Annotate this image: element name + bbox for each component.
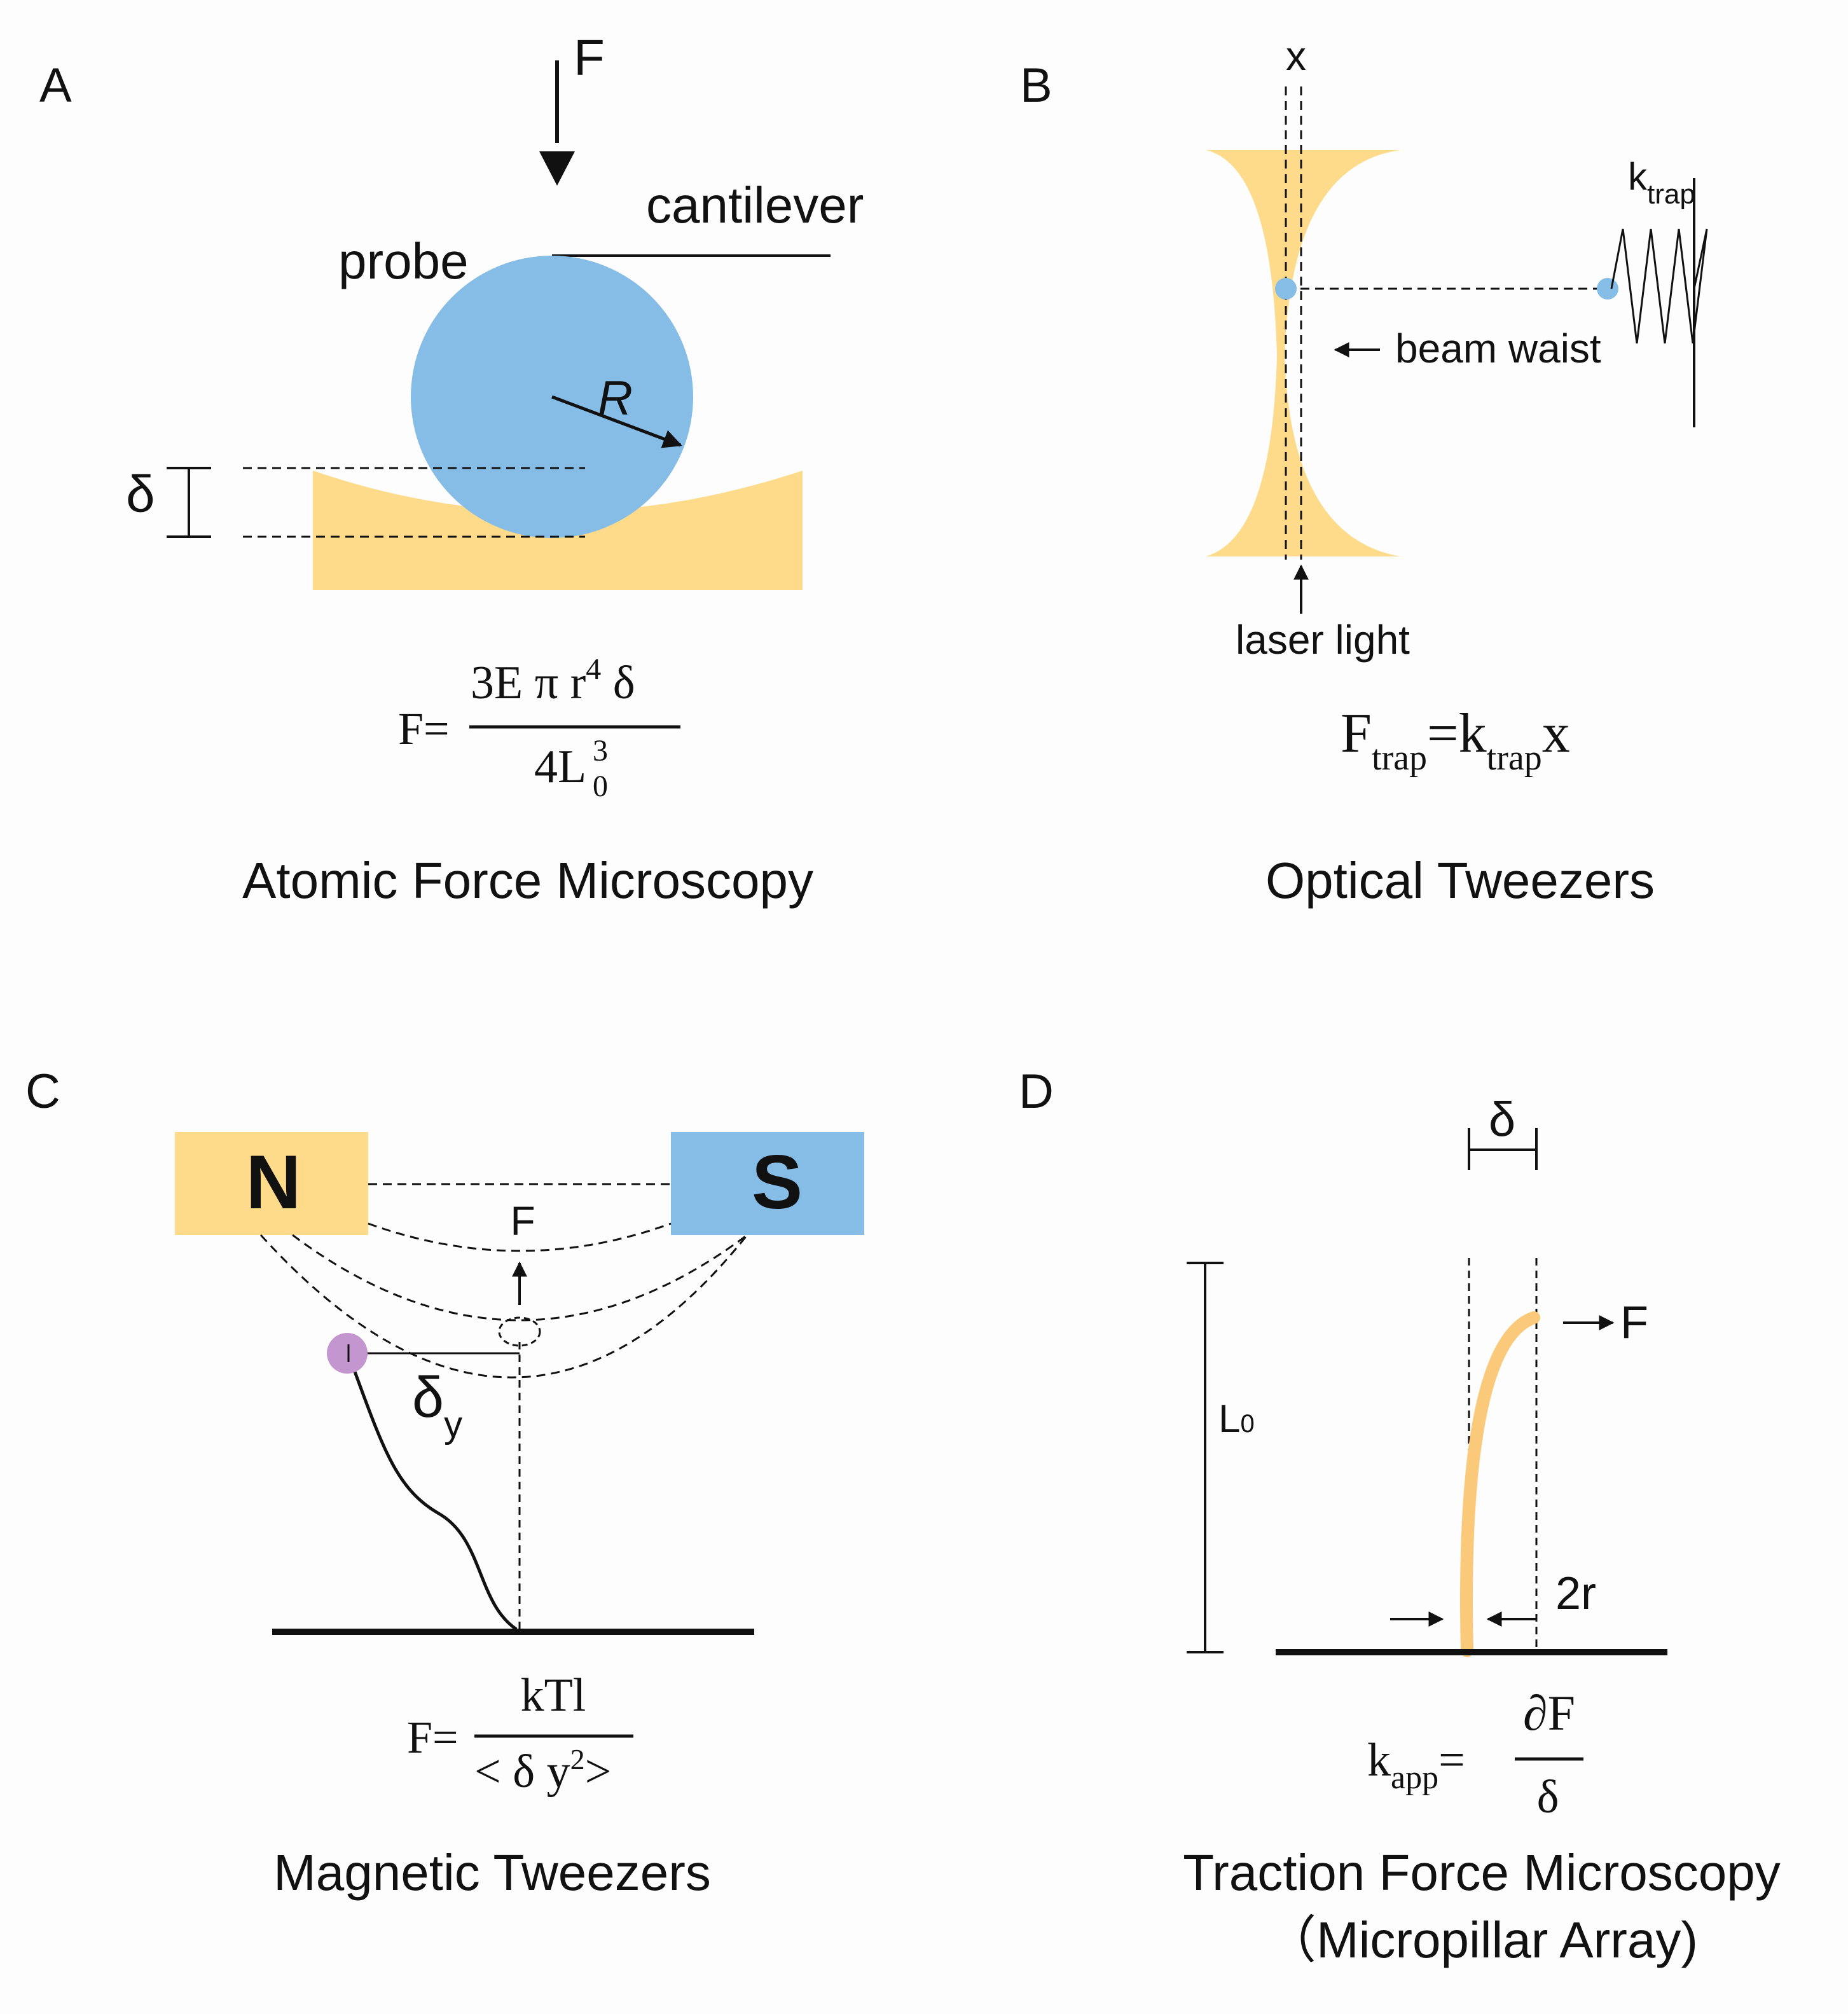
panel-c-formula: F= kTl < δ y2> <box>407 1669 633 1798</box>
panel-c-formula-num: kTl <box>521 1669 586 1721</box>
panel-a-formula: F= 3E π r4 δ 4L 3 0 <box>398 652 680 803</box>
panel-d-length-label: L0 <box>1218 1397 1255 1441</box>
panel-b-letter: B <box>1020 59 1052 113</box>
panel-c-south-label: S <box>752 1140 803 1225</box>
panel-d-force-label: F <box>1620 1297 1648 1348</box>
panel-d-delta-label: δ <box>1489 1093 1515 1147</box>
panel-a-force-label: F <box>574 29 605 86</box>
panel-b-k-label: ktrap <box>1628 155 1695 210</box>
panel-c-field-lines <box>259 1183 748 1379</box>
panel-d-title-line1: Traction Force Microscopy <box>1183 1844 1781 1901</box>
panel-d-formula-den: δ <box>1537 1771 1559 1823</box>
panel-c-formula-den: < δ y2> <box>474 1743 611 1798</box>
panel-a-letter: A <box>39 59 72 113</box>
panel-a-cantilever-label: cantilever <box>646 177 864 233</box>
panel-d-title-line2: （Micropillar Array) <box>1265 1912 1698 1968</box>
panel-d-formula: kapp= ∂F δ <box>1367 1685 1583 1823</box>
panel-a-formula-num: 3E π r4 δ <box>471 652 635 709</box>
panel-c-north-label: N <box>246 1140 301 1225</box>
panel-d-length-bracket <box>1187 1262 1224 1653</box>
panel-d-letter: D <box>1019 1065 1054 1119</box>
panel-c: C N S F δy F= kTl < δ y <box>25 1065 864 1901</box>
panel-c-magnetic-bead <box>327 1333 368 1374</box>
panel-c-formula-lhs: F= <box>407 1712 459 1763</box>
panel-c-north-magnet <box>175 1132 368 1235</box>
panel-b-spring-bead <box>1597 278 1618 300</box>
panel-a-probe-label: probe <box>338 233 469 289</box>
panel-a-formula-den: 4L <box>534 741 586 793</box>
panel-a-force-arrowhead <box>539 151 575 186</box>
panel-c-delta-label: δy <box>412 1366 462 1445</box>
panel-d-formula-lhs: kapp= <box>1367 1734 1465 1796</box>
panel-b-formula: Ftrap=ktrapx <box>1341 703 1570 778</box>
panel-c-force-label: F <box>510 1198 535 1244</box>
panel-d-radius-label: 2r <box>1555 1568 1596 1619</box>
panel-d-delta-bracket <box>1468 1128 1538 1170</box>
panel-a-delta-label: δ <box>126 466 155 523</box>
panel-b-laser-label: laser light <box>1236 617 1410 663</box>
panel-a-title: Atomic Force Microscopy <box>242 852 813 909</box>
panel-a-formula-den-sub: 0 <box>593 769 608 803</box>
panel-a-formula-den-sup: 3 <box>593 734 608 768</box>
panel-b: B x ktrap beam waist laser light Ftrap=k… <box>1020 33 1708 909</box>
panel-c-letter: C <box>25 1065 60 1119</box>
panel-a: A F cantilever probe R δ F= 3E π r4 δ <box>39 29 864 909</box>
panel-d-formula-num: ∂F <box>1523 1685 1575 1741</box>
panel-b-title: Optical Tweezers <box>1265 852 1655 909</box>
panel-b-x-label: x <box>1286 33 1306 79</box>
panel-b-laser-beam <box>1206 150 1400 556</box>
panel-a-radius-arrow <box>551 395 682 448</box>
panel-d: D δ L0 F 2r kapp= ∂F <box>1019 1065 1781 1968</box>
panel-a-formula-lhs: F= <box>398 703 450 754</box>
panel-c-title: Magnetic Tweezers <box>273 1844 711 1901</box>
panel-a-delta-bracket <box>167 467 211 538</box>
panel-c-tether <box>347 1354 518 1631</box>
panel-b-trapped-bead <box>1275 278 1297 300</box>
panel-c-south-magnet <box>671 1132 864 1235</box>
panel-b-spring <box>1610 228 1708 344</box>
panel-d-micropillar <box>1460 1311 1540 1657</box>
panel-c-bead-outline <box>498 1316 541 1347</box>
panel-a-radius-label: R <box>598 371 633 425</box>
panel-b-waist-label: beam waist <box>1395 326 1601 371</box>
